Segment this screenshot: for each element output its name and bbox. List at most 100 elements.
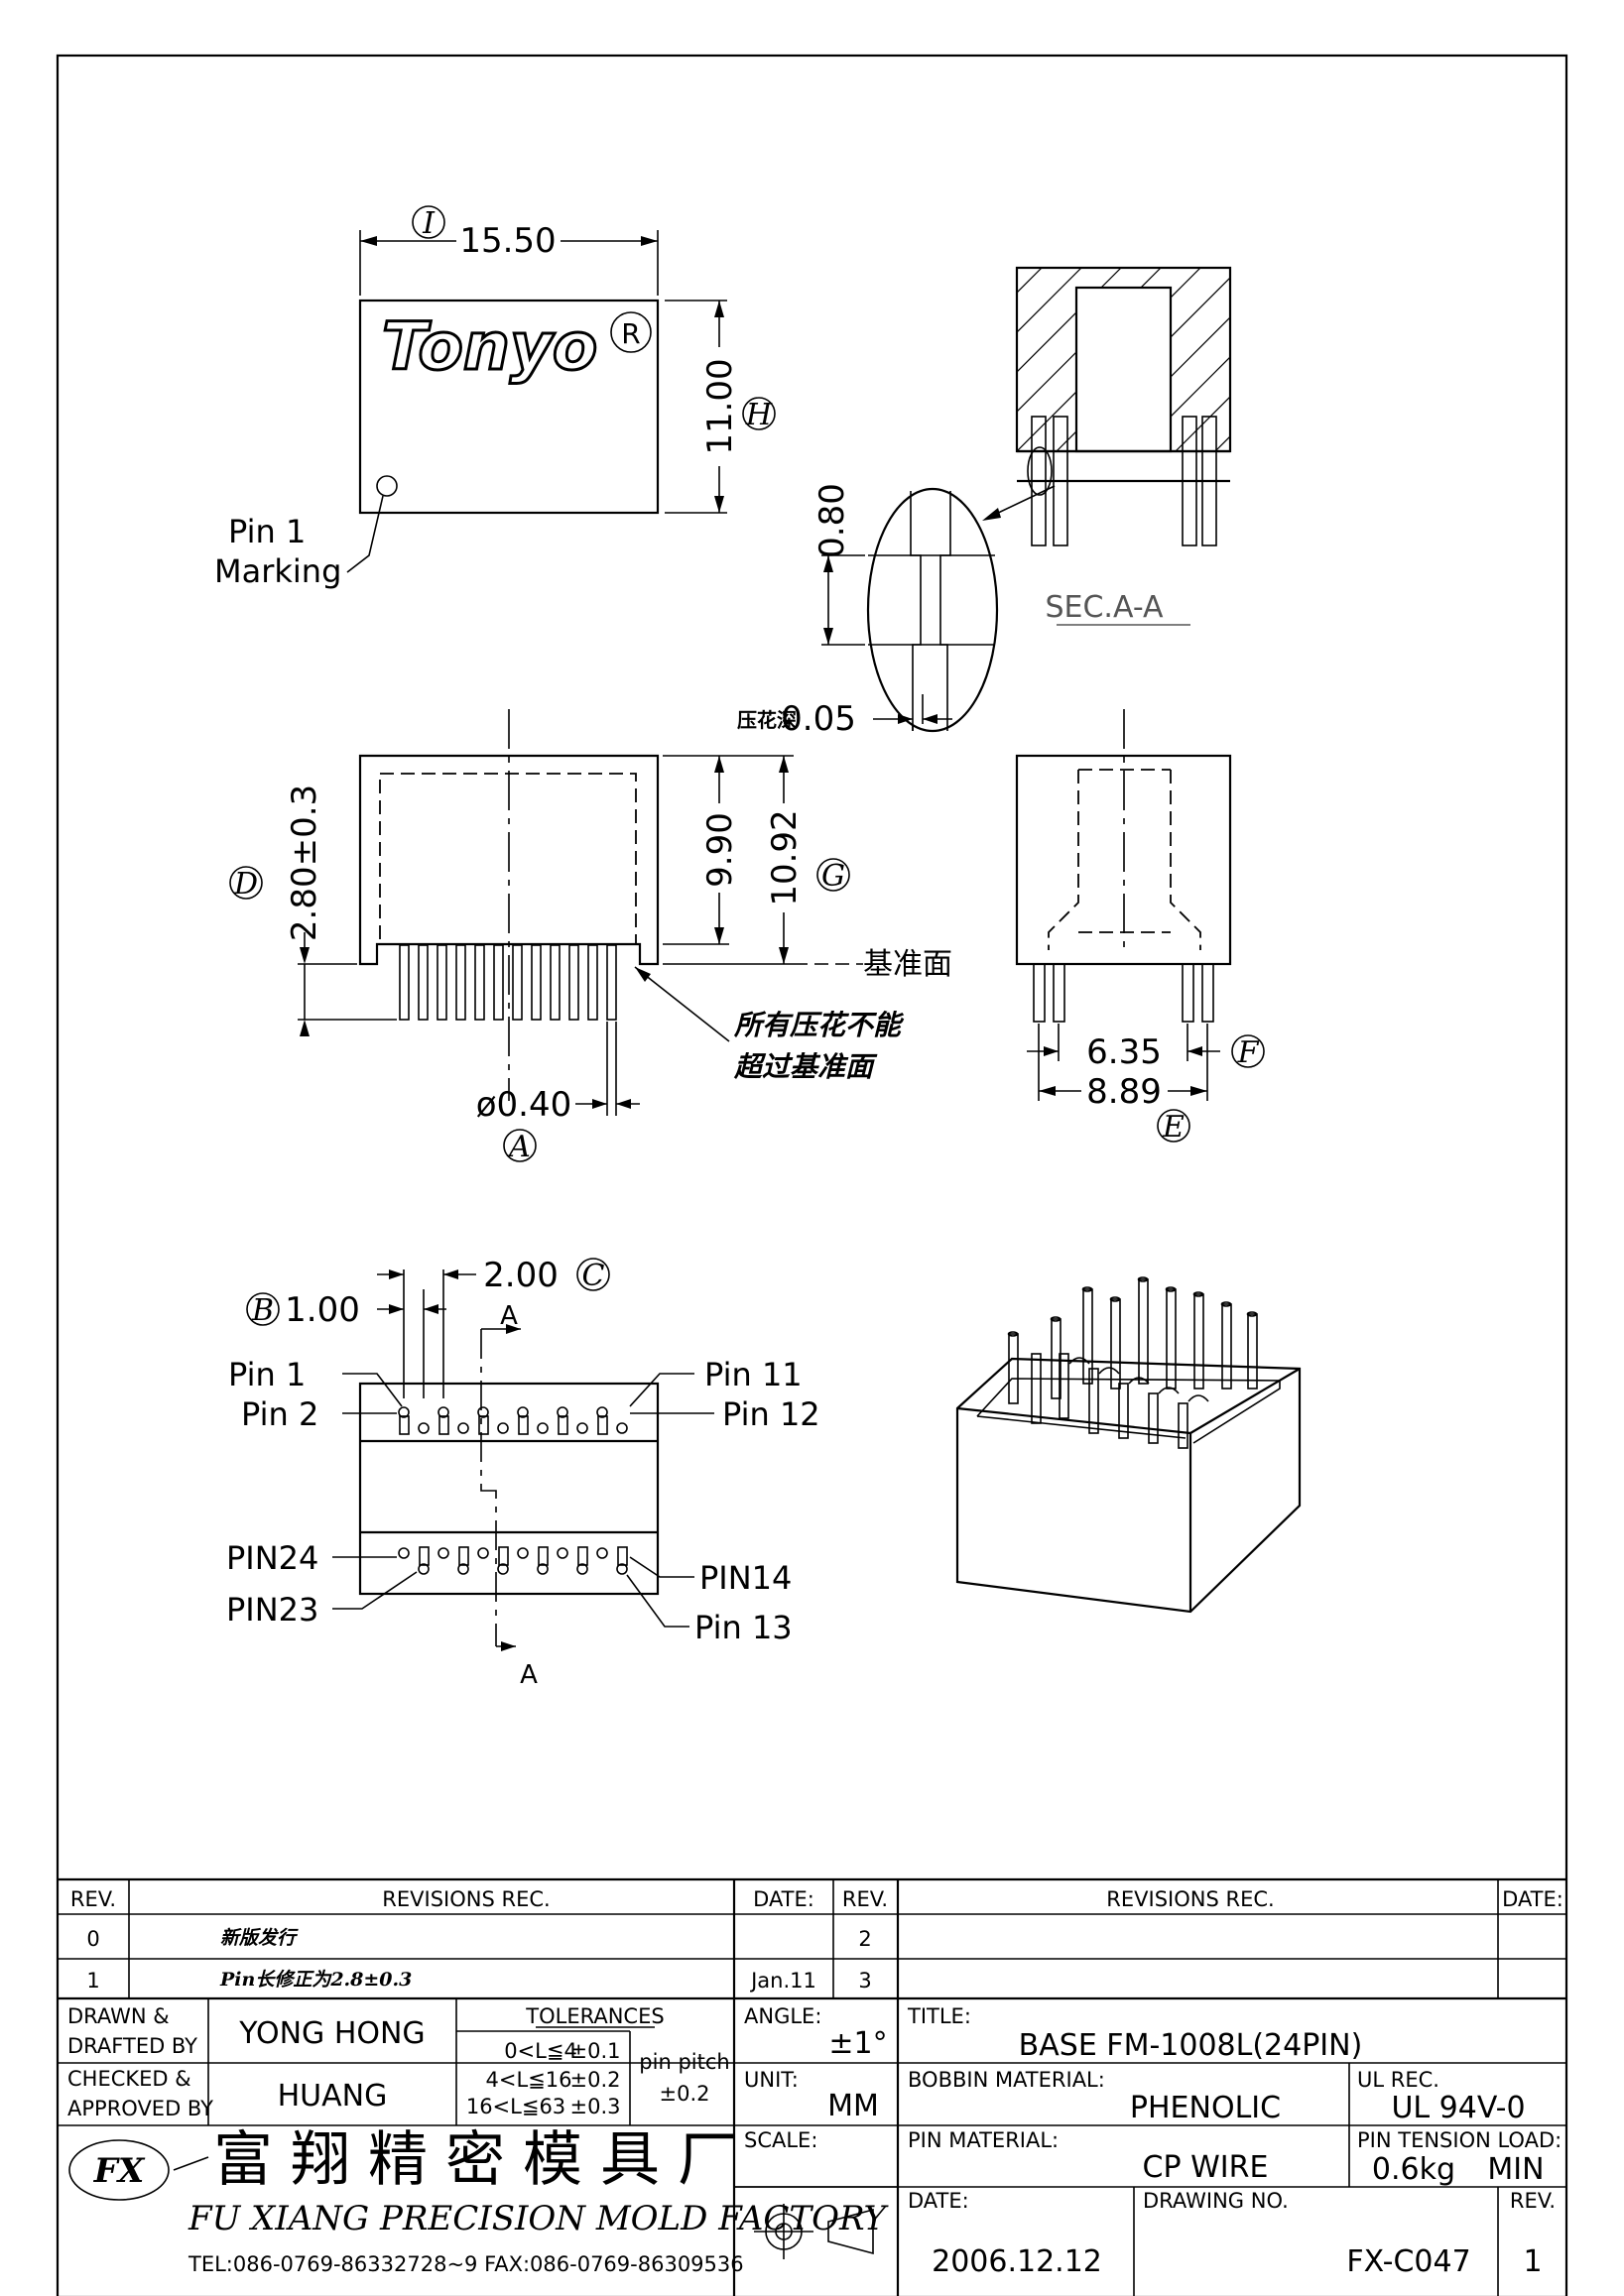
callout-g: G [821, 859, 845, 894]
datum-label: 基准面 [863, 947, 952, 982]
pin-material-value: CP WIRE [1143, 2150, 1269, 2185]
drawn-label: DRAWN & [67, 2004, 170, 2028]
bobbin-value: PHENOLIC [1130, 2091, 1281, 2125]
company-name-cn: 富翔精密模具厂 [213, 2125, 755, 2195]
label-pin11: Pin 11 [704, 1356, 803, 1393]
dim-040: ø0.40 [476, 1085, 572, 1125]
callout-b: B [251, 1293, 274, 1328]
section-mark-top: A [500, 1301, 518, 1331]
section-body [1015, 266, 1232, 453]
bobbin-label: BOBBIN MATERIAL: [908, 2068, 1105, 2092]
dim-889: 8.89 [1086, 1072, 1162, 1112]
company-logo: FX [68, 2139, 170, 2201]
dim-005: 0.05 [781, 699, 856, 739]
callout-i: I [422, 206, 436, 241]
dim-635: 6.35 [1086, 1032, 1162, 1072]
unit-value: MM [827, 2089, 879, 2123]
pin1-marking-dot [376, 475, 398, 497]
rev-header-left: REV. [70, 1887, 116, 1911]
drafted-label: DRAFTED BY [67, 2034, 197, 2058]
callout-f: F [1237, 1035, 1260, 1070]
unit-label: UNIT: [744, 2068, 799, 2092]
drawing-no-value: FX-C047 [1346, 2244, 1470, 2279]
tol-range-3: 16<L≦63 [466, 2095, 565, 2118]
isometric-pins [1007, 1276, 1258, 1449]
tolerances-label: TOLERANCES [525, 2004, 664, 2028]
revisions-header-left: REVISIONS REC. [382, 1887, 550, 1911]
emboss-note-line2: 超过基准面 [733, 1050, 878, 1083]
label-pin13: Pin 13 [694, 1609, 793, 1646]
company-name-en: FU XIANG PRECISION MOLD FACTORY [187, 2199, 889, 2238]
pin-pitch-tol: ±0.2 [660, 2082, 710, 2106]
front-pins [399, 944, 617, 1021]
registered-mark [610, 311, 652, 353]
title-value: BASE FM-1008L(24PIN) [1019, 2028, 1363, 2063]
rev-2: 2 [858, 1927, 871, 1951]
detail-ellipse [866, 487, 999, 733]
date-value: 2006.12.12 [932, 2244, 1102, 2279]
section-mark-bottom: A [520, 1660, 538, 1690]
top-view-outline [358, 299, 660, 515]
dim-200: 2.00 [483, 1256, 559, 1295]
tol-value-2: ±0.2 [570, 2068, 621, 2092]
bottom-view: A A [226, 1256, 820, 1690]
tol-range-2: 4<L≦16 [486, 2068, 572, 2092]
dim-990: 9.90 [700, 812, 740, 888]
tol-value-3: ±0.3 [570, 2095, 621, 2118]
tonyo-logo: Tonyo [382, 308, 597, 385]
ul-label: UL REC. [1357, 2068, 1439, 2092]
checked-label: CHECKED & [67, 2067, 191, 2091]
rev-3: 3 [858, 1969, 871, 1993]
emboss-depth-label: 压花深 [737, 708, 797, 732]
label-pin2: Pin 2 [241, 1395, 318, 1433]
tension-label: PIN TENSION LOAD: [1357, 2128, 1562, 2152]
marking-label: Marking [214, 552, 341, 590]
tol-range-1: 0<L≦4 [504, 2039, 577, 2063]
callout-a: A [506, 1130, 531, 1164]
bottom-pins-top [398, 1406, 628, 1435]
callout-h: H [745, 398, 773, 432]
drawing-no-label: DRAWING NO. [1143, 2189, 1289, 2213]
width-dimension: 15.50 [459, 221, 556, 261]
angle-label: ANGLE: [744, 2004, 821, 2028]
pin-pitch-label: pin pitch [639, 2050, 729, 2074]
rev-0-text: 新版发行 [220, 1927, 299, 1949]
dim-1092: 10.92 [765, 809, 805, 906]
projection-symbol [754, 2204, 874, 2259]
company-contact: TEL:086-0769-86332728~9 FAX:086-0769-863… [187, 2252, 744, 2276]
side-body [1015, 754, 1232, 966]
rev-header-right: REV. [842, 1887, 888, 1911]
rev-1: 1 [86, 1969, 99, 1993]
height-dimension: 11.00 [700, 358, 740, 454]
front-body [358, 754, 660, 966]
rev-label: REV. [1510, 2189, 1556, 2213]
company-logo-text: FX [93, 2151, 146, 2191]
callout-circle-h [742, 397, 776, 430]
rev-0: 0 [86, 1927, 99, 1951]
top-view: 15.50 I 11.00 H Tonyo R Pin 1 Marking [214, 205, 776, 590]
rev-1-text: Pin长修正为2.8±0.3 [219, 1969, 412, 1991]
callout-c: C [582, 1259, 605, 1293]
label-pin1: Pin 1 [228, 1356, 306, 1393]
ul-value: UL 94V-0 [1391, 2091, 1525, 2125]
pin1-label: Pin 1 [228, 513, 306, 550]
revisions-header-right: REVISIONS REC. [1106, 1887, 1274, 1911]
side-view: 6.35 F 8.89 E [1015, 709, 1265, 1145]
rev-value: 1 [1523, 2244, 1542, 2279]
callout-d: D [233, 867, 258, 902]
tension-value: 0.6kg [1372, 2152, 1455, 2187]
approved-by: HUANG [278, 2079, 388, 2114]
title-block: REV. REVISIONS REC. DATE: REV. REVISIONS… [58, 1877, 1566, 2296]
label-pin23: PIN23 [226, 1591, 318, 1629]
registered-letter: R [621, 317, 640, 350]
bottom-pins-bottom [398, 1546, 628, 1575]
callout-e: E [1162, 1110, 1185, 1145]
callout-circle-i [412, 205, 445, 239]
label-pin12: Pin 12 [722, 1395, 820, 1433]
section-a-a: 0.80 0.05 压花深 SEC.A-A [737, 266, 1232, 739]
bottom-body [358, 1382, 660, 1596]
date-header-right: DATE: [1502, 1887, 1563, 1911]
rev-1-date: Jan.11 [749, 1969, 816, 1993]
date-label: DATE: [908, 2189, 969, 2213]
